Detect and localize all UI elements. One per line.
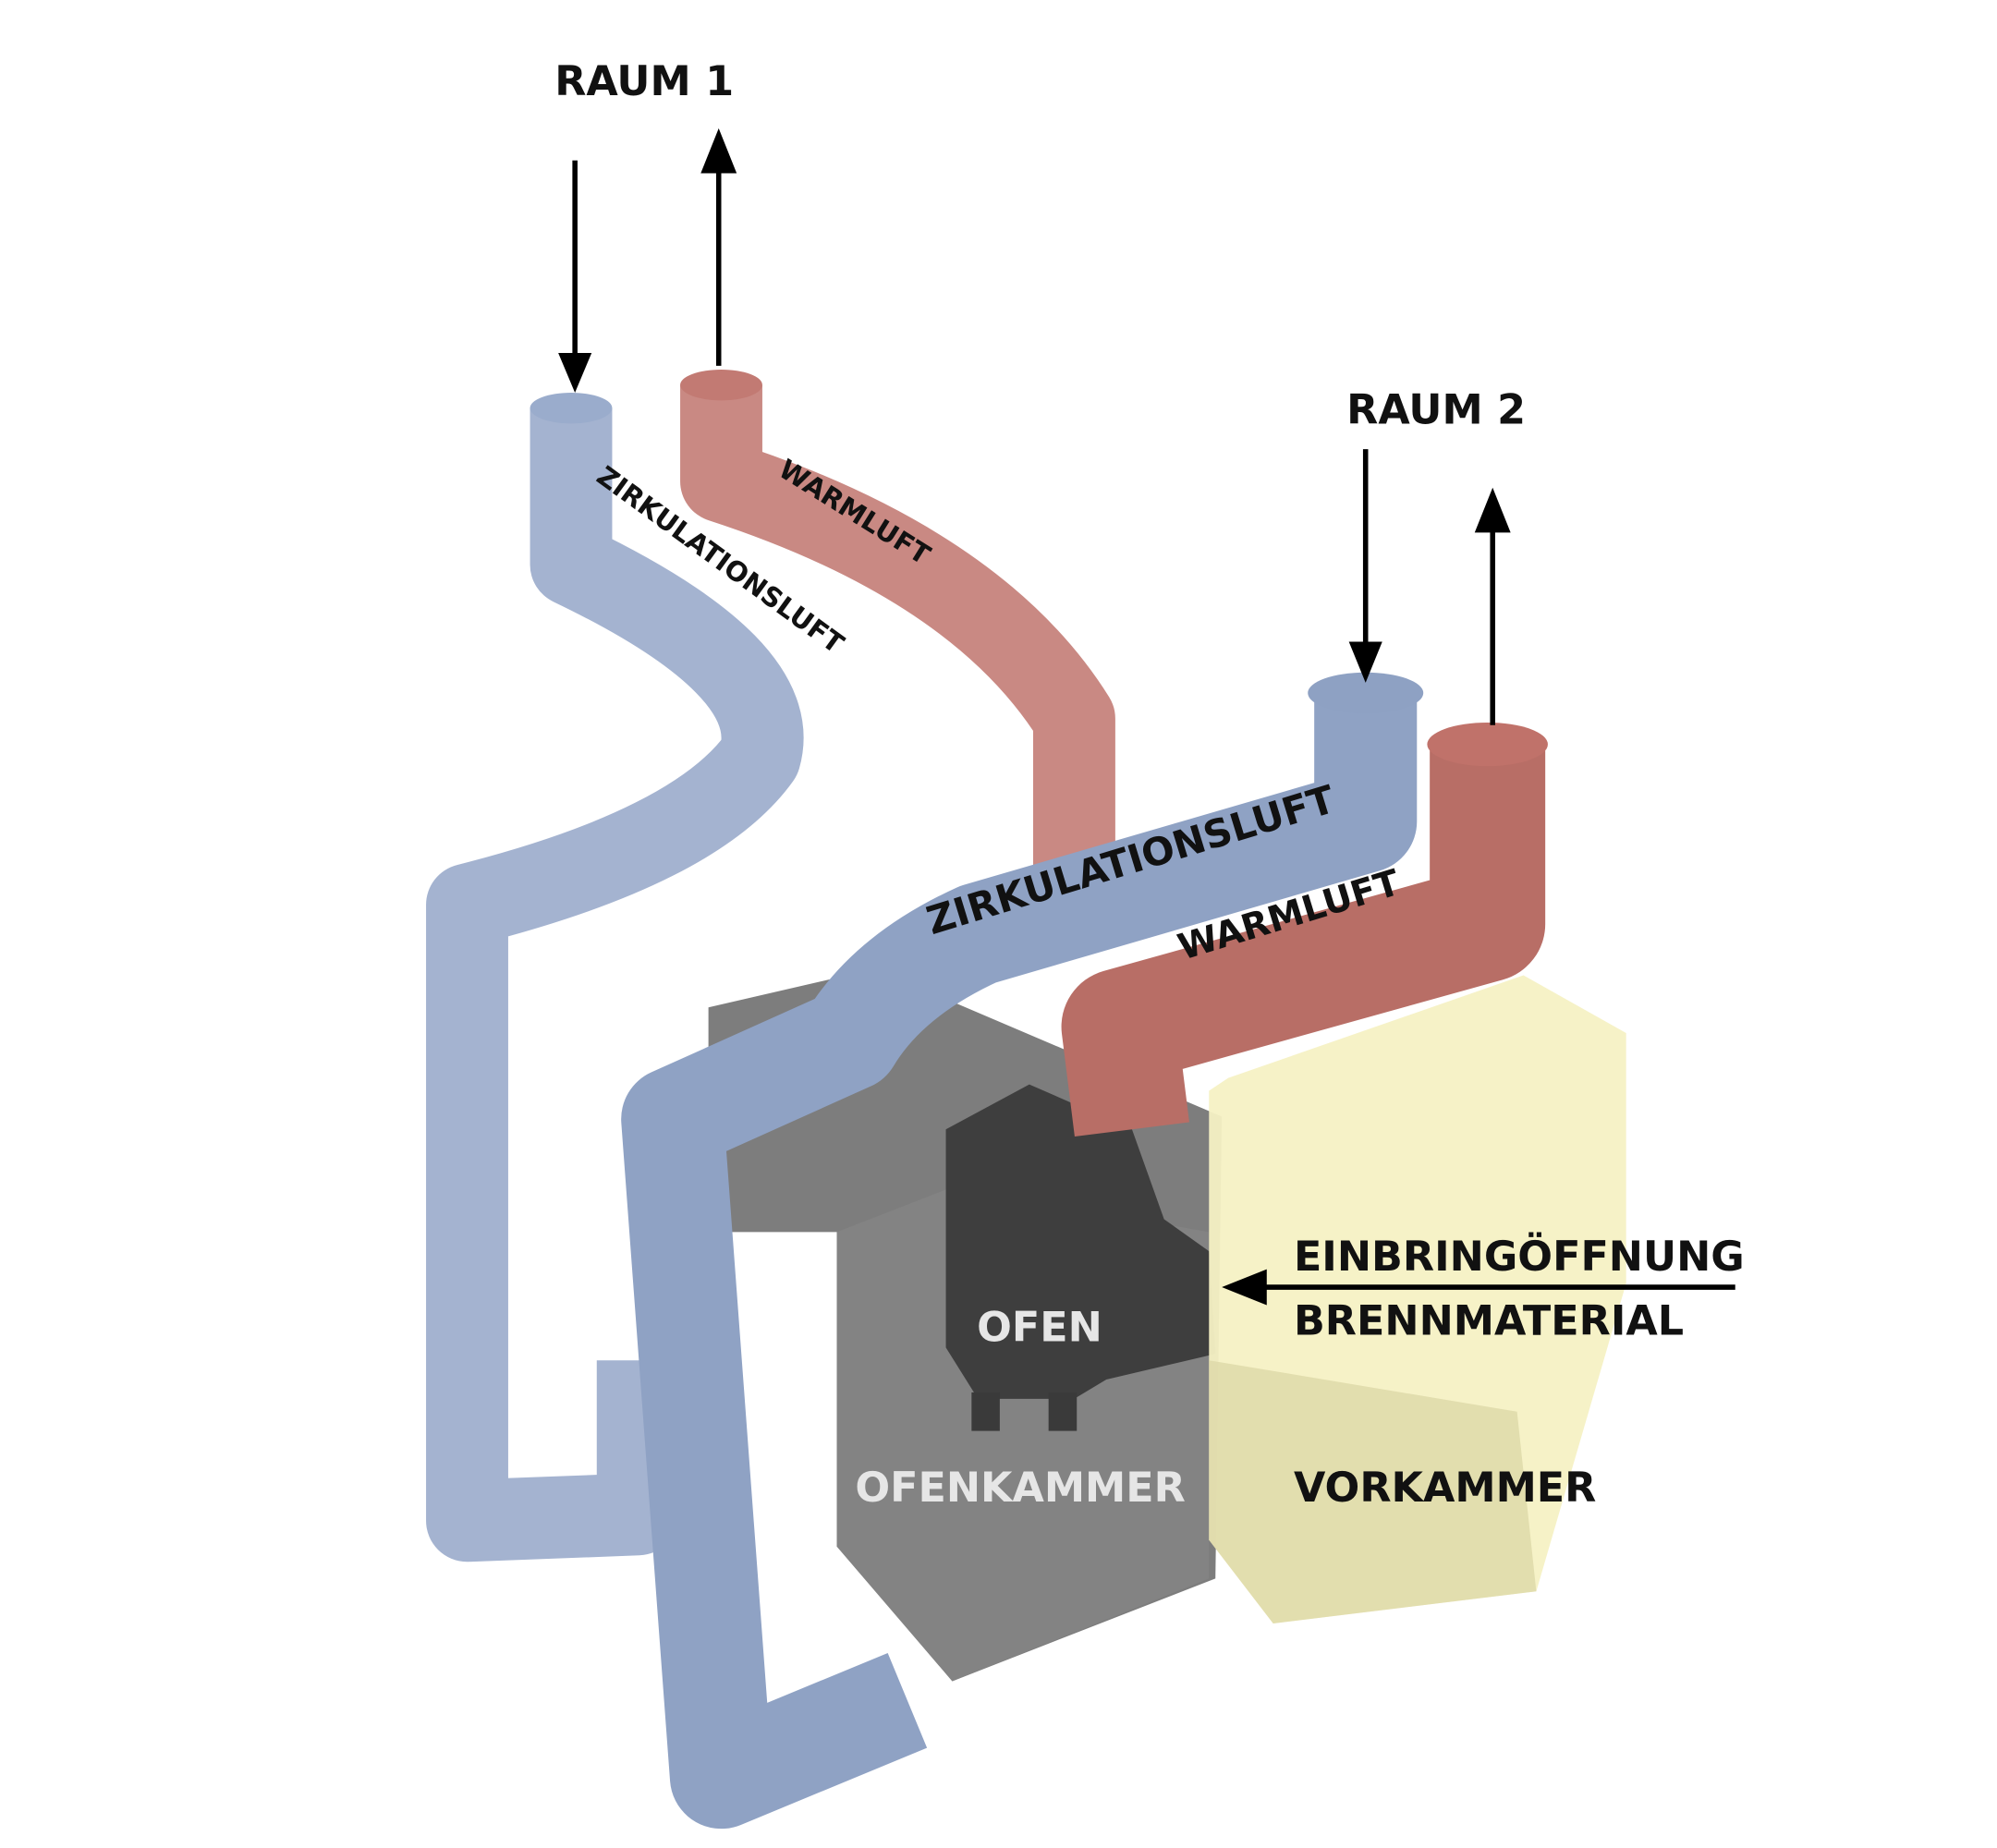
warm-air-duct-room2: [1061, 722, 1548, 1137]
arrow-room1-in: [558, 160, 592, 393]
label-room1: RAUM 1: [554, 58, 734, 105]
label-oven: OFEN: [977, 1304, 1102, 1351]
warm-air-duct-room1: [680, 370, 1115, 924]
oven: [945, 1084, 1216, 1431]
arrow-room2-in: [1348, 449, 1382, 683]
label-oven-chamber: OFENKAMMER: [855, 1465, 1186, 1512]
circulation-duct-room2: [621, 672, 1424, 1830]
circulation-duct-room1: [426, 393, 804, 1562]
label-antechamber: VORKAMMER: [1294, 1465, 1596, 1512]
arrow-room2-out: [1474, 487, 1511, 725]
arrow-fuel-opening: [1222, 1269, 1735, 1306]
arrow-room1-out: [700, 128, 737, 366]
label-fuel-opening-1: EINBRINGÖFFNUNG: [1294, 1232, 1745, 1281]
label-fuel-opening-2: BRENNMATERIAL: [1294, 1297, 1684, 1344]
label-room2: RAUM 2: [1346, 386, 1526, 433]
